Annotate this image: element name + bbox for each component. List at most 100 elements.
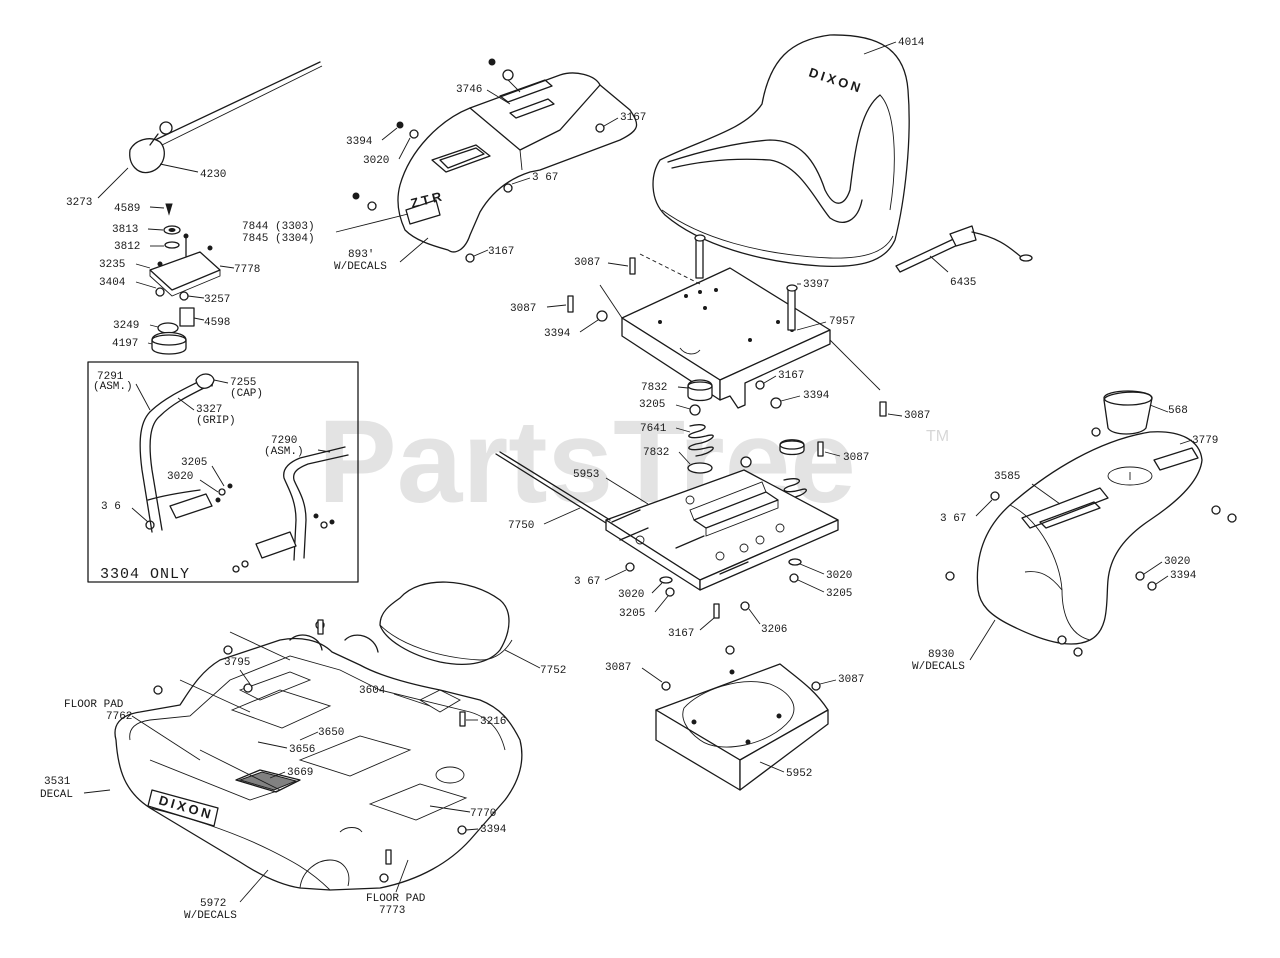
seat-assembly: DIXON 4014: [652, 34, 925, 268]
callout-3273: 3273: [66, 197, 92, 209]
callout-7255-cap: (CAP): [230, 388, 263, 400]
callout-3327: 3327: [196, 404, 222, 416]
callout-3087-c: 3087: [904, 410, 930, 422]
callout-floor-pad-b: FLOOR PAD: [366, 893, 426, 905]
callout-3205-inset: 3205: [181, 457, 207, 469]
callout-7832-b: 7832: [643, 447, 669, 459]
callout-3327-grip: (GRIP): [196, 415, 236, 427]
callout-floor-pad-a-num: 7762: [106, 711, 132, 723]
callout-4589: 4589: [114, 203, 140, 215]
callout-3235: 3235: [99, 259, 125, 271]
seat-bracket-assembly: 3397 3087 3087 3394 7957 7832 3167 3394 …: [510, 234, 930, 422]
callout-3531-decal: DECAL: [40, 789, 73, 801]
callout-5953: 5953: [573, 469, 599, 481]
callout-3669: 3669: [287, 767, 313, 779]
callout-5952: 5952: [786, 768, 812, 780]
callout-3779: 3779: [1192, 435, 1218, 447]
callout-3604: 3604: [359, 685, 386, 697]
callout-7290: 7290: [271, 435, 297, 447]
callout-3394-bracket: 3394: [544, 328, 571, 340]
callout-4014: 4014: [898, 37, 925, 49]
inset-panel: 7291 (ASM.) 7255 (CAP) 3327 (GRIP) 3205 …: [87, 361, 359, 583]
callout-floor-pad-a: FLOOR PAD: [64, 699, 124, 711]
callout-3394-bracket-b: 3394: [803, 390, 830, 402]
callout-5972-decals: W/DECALS: [184, 910, 237, 922]
callout-3020-tower: 3020: [363, 155, 389, 167]
callout-3795: 3795: [224, 657, 250, 669]
callout-7957: 7957: [829, 316, 855, 328]
callout-568: 568: [1168, 405, 1188, 417]
callout-5972: 5972: [200, 898, 226, 910]
callout-7641: 7641: [640, 423, 667, 435]
callout-7291-asm: (ASM.): [93, 381, 133, 393]
spring-plate-assembly: 7641 7832 3087 5953 7750 3 67 3020: [495, 423, 869, 640]
callout-3020-plate: 3020: [618, 589, 644, 601]
callout-3167-tank: 3 67: [940, 513, 966, 525]
callout-3087-a: 3087: [574, 257, 600, 269]
callout-893-decals: W/DECALS: [334, 261, 387, 273]
seat-switch-harness: 6435: [895, 225, 1033, 289]
callout-3216: 3216: [480, 716, 506, 728]
callout-3257: 3257: [204, 294, 230, 306]
callout-6435: 6435: [950, 277, 976, 289]
deck-5972: DIXON 3795 3604 3216 3650 3656 3669 FLOO…: [40, 619, 523, 922]
callout-4197: 4197: [112, 338, 138, 350]
callout-7844: 7844 (3303): [242, 221, 315, 233]
callout-3087-b: 3087: [510, 303, 536, 315]
callout-3x6-inset: 3 6: [101, 501, 121, 513]
callout-4598: 4598: [204, 317, 230, 329]
inset-caption: 3304 ONLY: [100, 566, 190, 583]
callout-3585: 3585: [994, 471, 1020, 483]
callout-3205-plate-b: 3205: [826, 588, 852, 600]
callout-8930-decals: W/DECALS: [912, 661, 965, 673]
callout-7752: 7752: [540, 665, 566, 677]
callout-3087-d: 3087: [843, 452, 869, 464]
callout-3531: 3531: [44, 776, 71, 788]
callout-3812: 3812: [114, 241, 140, 253]
callout-7750: 7750: [508, 520, 534, 532]
callout-3397: 3397: [803, 279, 829, 291]
callout-7290-asm: (ASM.): [264, 446, 304, 458]
control-plate-assembly: 4589 3813 3812 3235 7778 3404 3257 4598 …: [99, 203, 260, 355]
callout-7770: 7770: [470, 808, 496, 820]
callout-3205-plate: 3205: [619, 608, 645, 620]
callout-3249: 3249: [113, 320, 139, 332]
callout-3087-f: 3087: [838, 674, 864, 686]
callout-3167-bracket: 3167: [778, 370, 804, 382]
callout-3087-e: 3087: [605, 662, 631, 674]
callout-3813: 3813: [112, 224, 138, 236]
callout-3746: 3746: [456, 84, 482, 96]
callout-7778: 7778: [234, 264, 260, 276]
callout-893: 893': [348, 249, 374, 261]
callout-7255: 7255: [230, 377, 256, 389]
callout-3205-bracket: 3205: [639, 399, 665, 411]
callout-7291: 7291: [97, 371, 124, 383]
callout-8930: 8930: [928, 649, 954, 661]
control-tower-cover: ZTR 3746 3167 3394 3020 3 67 7844 (3303)…: [242, 58, 646, 273]
callout-3167-plate-b: 3167: [668, 628, 694, 640]
callout-3394-deck: 3394: [480, 824, 507, 836]
fuel-tank-cover: 568 3779 3585 3 67 3020 3394 8930 W/DECA…: [912, 390, 1237, 673]
callout-3167-tower-a: 3167: [620, 112, 646, 124]
callout-3656: 3656: [289, 744, 315, 756]
callout-3020-tank: 3020: [1164, 556, 1190, 568]
callout-7845: 7845 (3304): [242, 233, 315, 245]
callout-3167-plate: 3 67: [574, 576, 600, 588]
callout-3394-tower: 3394: [346, 136, 373, 148]
callout-3650: 3650: [318, 727, 344, 739]
callout-floor-pad-b-num: 7773: [379, 905, 405, 917]
bottom-pan-5952: 3087 3087 5952: [605, 645, 864, 791]
callout-4230: 4230: [200, 169, 226, 181]
callout-3167-tower-b: 3 67: [532, 172, 558, 184]
throttle-control-assembly: 3273 4230: [66, 61, 323, 209]
callout-3020-plate-b: 3020: [826, 570, 852, 582]
callout-7832-a: 7832: [641, 382, 667, 394]
callout-3404: 3404: [99, 277, 126, 289]
callout-3394-tank: 3394: [1170, 570, 1197, 582]
foot-pad-7752: 7752: [379, 581, 566, 677]
callout-3206: 3206: [761, 624, 787, 636]
watermark-trademark: TM: [926, 428, 949, 445]
callout-3020-inset: 3020: [167, 471, 193, 483]
callout-3167-tower-c: 3167: [488, 246, 514, 258]
